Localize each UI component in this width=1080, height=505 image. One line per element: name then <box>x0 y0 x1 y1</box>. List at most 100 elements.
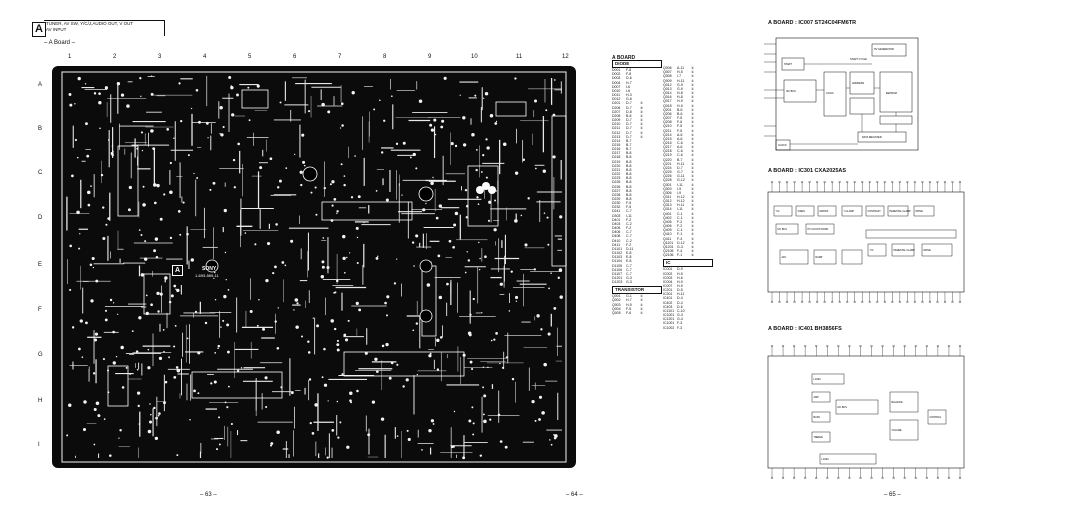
board-side-mark: ① <box>691 182 695 187</box>
pcb-mark <box>214 271 216 274</box>
pcb-mark <box>430 419 435 423</box>
pcb-mark <box>536 314 540 318</box>
schematic-mark <box>951 180 954 184</box>
row-label: I <box>38 442 40 448</box>
ref-designator: Q225 <box>663 170 672 175</box>
ref-designator: Q214 <box>663 132 672 137</box>
pcb-mark <box>186 337 189 340</box>
pcb-mark <box>152 147 156 151</box>
pcb-mark <box>227 385 230 388</box>
grid-location: G-11 <box>677 174 685 179</box>
schematic-ic007: HV GENERATOR START START CYCLE I2C BUS L… <box>762 32 920 158</box>
pcb-mark <box>348 252 351 254</box>
grid-location: H-8 <box>677 91 683 96</box>
pcb-mark <box>354 155 356 157</box>
schematic-mark <box>914 344 917 348</box>
pcb-mark <box>476 196 479 199</box>
grid-location: D-4 <box>677 296 683 301</box>
pcb-mark <box>409 156 412 159</box>
board-side-mark: ① <box>640 109 644 114</box>
schematic-mark <box>808 300 811 304</box>
pcb-mark <box>112 361 116 365</box>
ref-designator: Q003 <box>612 302 621 307</box>
board-side-mark: ① <box>691 236 695 241</box>
pcb-mark <box>156 291 160 296</box>
pcb-mark <box>446 282 449 286</box>
schematic-mark <box>928 180 931 184</box>
grid-location: F-5 <box>626 306 632 311</box>
pcb-mark <box>326 456 329 459</box>
schematic-mark <box>770 300 774 304</box>
schematic-mark <box>892 344 895 348</box>
schematic-mark <box>811 431 831 443</box>
pcb-mark <box>150 413 152 416</box>
grid-location: G-12 <box>677 178 685 183</box>
pcb-mark <box>120 93 125 97</box>
schematic-mark <box>887 205 909 217</box>
pcb-mark <box>483 394 487 398</box>
ref-designator: D218 <box>612 155 621 160</box>
pcb-mark <box>543 362 547 367</box>
grid-location: H-12 <box>677 199 685 204</box>
pcb-mark <box>342 234 346 239</box>
pcb-mark <box>462 143 467 147</box>
board-side-mark: ① <box>640 130 644 135</box>
board-side-mark: ① <box>640 310 644 315</box>
row-label: G <box>38 352 43 358</box>
pcb-mark <box>388 376 392 380</box>
schematic-mark: DRIVE <box>924 249 932 252</box>
pcb-mark <box>195 88 199 92</box>
ref-designator: D213 <box>612 134 621 139</box>
pcb-mark <box>363 221 365 224</box>
pcb-mark <box>485 176 488 179</box>
pcb-mark <box>421 265 437 337</box>
board-side-mark: ① <box>691 145 695 150</box>
ref-designator: Q004 <box>612 306 621 311</box>
pcb-mark <box>357 195 361 199</box>
pcb-mark <box>464 188 468 192</box>
pcb-mark <box>272 271 275 275</box>
pcb-mark <box>472 433 475 436</box>
schematic-mark <box>947 476 950 480</box>
grid-location: G-4 <box>677 317 683 322</box>
schematic-mark <box>913 205 935 217</box>
pcb-mark <box>551 115 567 267</box>
schematic-mark <box>782 476 785 480</box>
schematic-mark <box>892 476 895 480</box>
pcb-mark <box>213 380 217 384</box>
row-label: E <box>38 262 43 268</box>
schematic-mark <box>913 300 916 304</box>
pcb-mark <box>69 103 73 107</box>
pcb-mark <box>225 278 227 281</box>
grid-location: H-8 <box>677 95 683 100</box>
ref-designator: D208 <box>612 113 621 118</box>
schematic-mark <box>903 344 906 348</box>
pcb-mark <box>290 239 294 243</box>
ref-designator: IC007 <box>663 283 673 288</box>
schematic-mark <box>817 205 837 217</box>
pcb-mark <box>218 416 221 419</box>
pcb-mark <box>236 369 240 372</box>
pcb-mark <box>468 333 472 337</box>
grid-location: C-7 <box>626 271 632 276</box>
pcb-mark <box>415 234 419 238</box>
pcb-mark <box>454 211 459 216</box>
pcb-mark <box>471 133 475 137</box>
pcb-mark <box>140 273 145 277</box>
pcb-mark <box>482 366 484 368</box>
schematic-mark <box>914 476 917 480</box>
board-side-mark: ① <box>640 113 644 118</box>
ref-designator: Q313 <box>663 203 672 208</box>
pcb-mark <box>520 214 523 217</box>
schematic-mark: TREBLE <box>814 436 824 439</box>
pcb-mark <box>92 372 96 375</box>
